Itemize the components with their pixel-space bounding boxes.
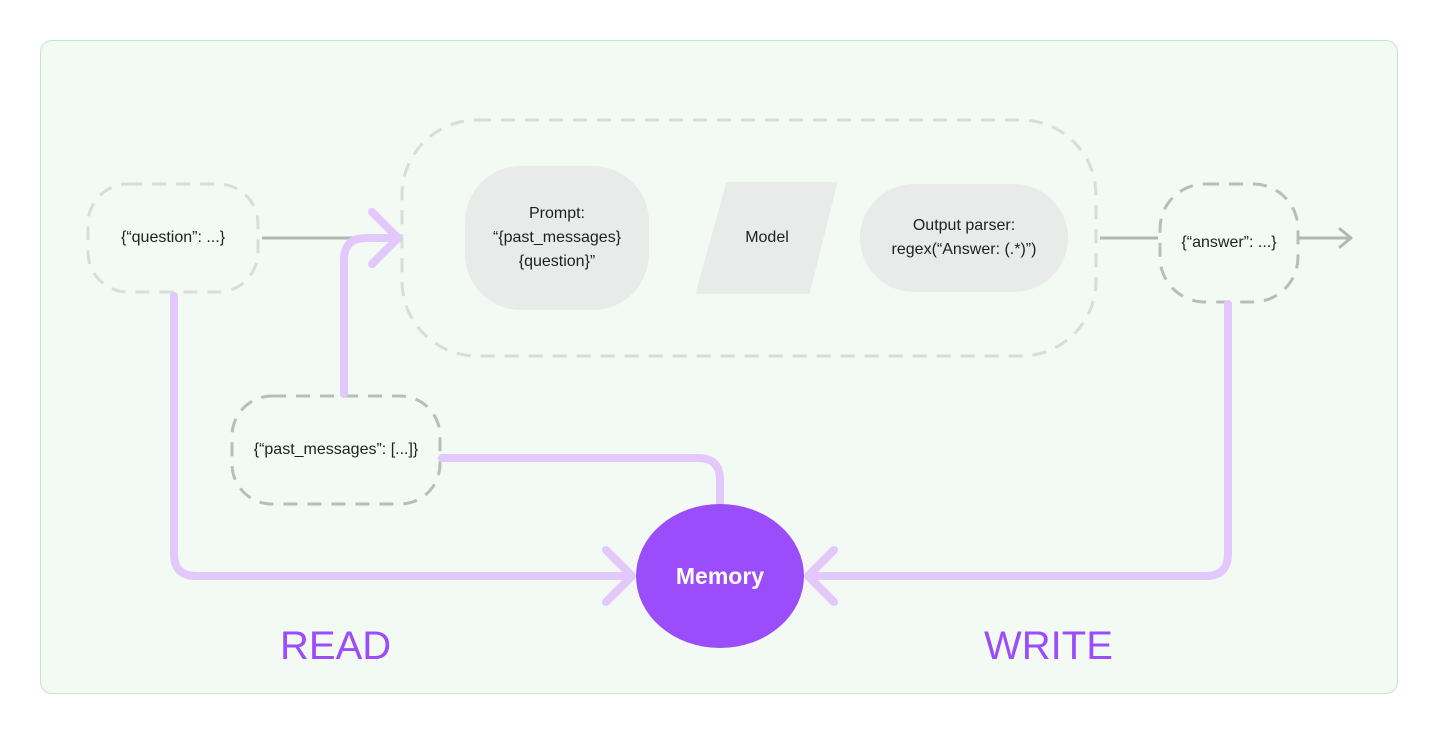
question-node-label: {“question”: ...} [120, 229, 226, 246]
answer-node: {“answer”: ...} [1160, 184, 1298, 302]
past-messages-node-label: {“past_messages”: [...]} [253, 441, 419, 458]
answer-out-arrowhead [1338, 227, 1353, 249]
read-arrowhead [602, 546, 636, 606]
question-node: {“question”: ...} [88, 184, 258, 292]
memory-label: Memory [675, 563, 765, 589]
write-label: WRITE [984, 624, 1113, 668]
model-label: Model [745, 229, 789, 246]
answer-node-label: {“answer”: ...} [1181, 234, 1277, 251]
write-arrowhead [804, 546, 838, 606]
past-messages-node: {“past_messages”: [...]} [232, 396, 440, 504]
model-shape [696, 182, 837, 294]
past-messages-to-chain-path [340, 234, 400, 398]
memory-shape [636, 504, 804, 648]
write-path [806, 300, 1232, 580]
output-parser-line-2: regex(“Answer: (.*)”) [891, 241, 1037, 258]
read-path [170, 292, 634, 580]
output-parser-step: Output parser: regex(“Answer: (.*)”) [860, 184, 1068, 292]
memory-to-past-messages-path [438, 454, 724, 508]
model-step: Model [700, 184, 834, 292]
prompt-step: Prompt: “{past_messages} {question}” [465, 166, 649, 310]
output-parser-line-1: Output parser: [912, 217, 1016, 234]
past-messages-node-border [230, 394, 442, 506]
read-label: READ [280, 624, 392, 668]
question-node-border [86, 182, 260, 294]
prompt-line-2: “{past_messages} [492, 229, 622, 246]
prompt-line-1: Prompt: [528, 205, 585, 222]
past-messages-to-chain-arrowhead [368, 208, 402, 268]
memory-node: Memory [636, 504, 804, 648]
prompt-line-3: {question}” [518, 253, 596, 270]
